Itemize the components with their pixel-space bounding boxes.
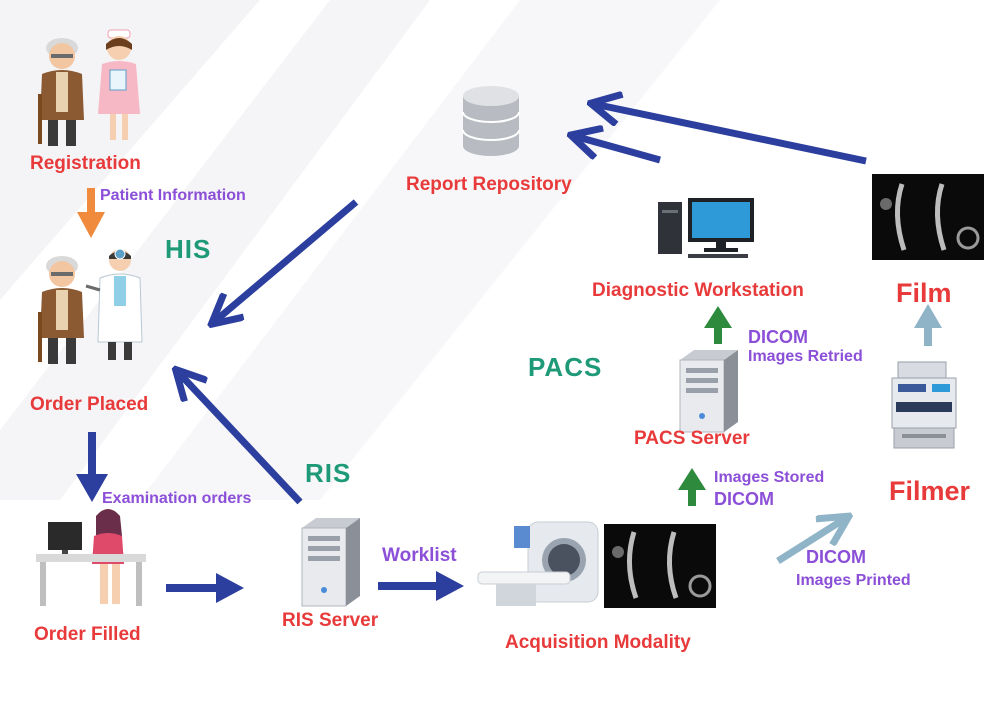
computer-workstation-icon xyxy=(658,198,754,258)
node-filmer: Filmer xyxy=(889,476,971,506)
edge-images-printed: Images Printed xyxy=(796,572,911,589)
edge-patient-information: Patient Information xyxy=(100,187,246,204)
arrow-modality-to-pacs xyxy=(678,468,706,506)
spine-scan-image-icon xyxy=(872,174,984,260)
arrow-order-filled-to-ris xyxy=(166,573,244,603)
node-order-filled: Order Filled xyxy=(34,624,141,645)
arrow-workstation-to-repository xyxy=(574,136,661,164)
arrow-ris-to-modality xyxy=(378,571,464,601)
system-his: HIS xyxy=(165,234,212,264)
arrow-registration-to-order xyxy=(77,188,105,238)
arrow-film-to-repository xyxy=(594,104,867,165)
printer-icon xyxy=(891,361,957,449)
node-pacs-server: PACS Server xyxy=(634,428,750,449)
edge-worklist: Worklist xyxy=(382,545,457,566)
doctor-icon xyxy=(85,248,143,360)
system-pacs: PACS xyxy=(528,352,603,382)
spine-scan-image-icon xyxy=(604,524,716,608)
system-ris: RIS xyxy=(305,458,352,488)
edge-examination-orders: Examination orders xyxy=(102,490,252,507)
arrow-order-placed-to-filled xyxy=(76,432,108,502)
node-acquisition-modality: Acquisition Modality xyxy=(505,632,691,653)
arrow-modality-to-filmer xyxy=(776,518,846,564)
node-report-repository: Report Repository xyxy=(406,174,572,195)
edge-dicom-printed: DICOM xyxy=(806,547,866,567)
server-icon xyxy=(301,518,360,607)
arrow-ris-to-order-placed xyxy=(178,372,303,505)
arrow-pacs-to-workstation xyxy=(704,306,732,344)
node-diagnostic-workstation: Diagnostic Workstation xyxy=(592,280,804,301)
mri-scanner-icon xyxy=(477,521,599,606)
edge-dicom-stored: DICOM xyxy=(714,489,774,509)
database-icon xyxy=(462,86,520,156)
edge-images-stored: Images Stored xyxy=(714,469,825,486)
server-icon xyxy=(679,350,738,433)
edge-images-retried: Images Retried xyxy=(748,348,863,365)
patient-icon xyxy=(38,38,84,146)
nurse-icon xyxy=(98,29,140,140)
edge-dicom-retried: DICOM xyxy=(748,327,808,347)
arrow-repository-to-order-placed xyxy=(214,199,359,322)
clerk-at-desk-icon xyxy=(36,509,146,606)
node-registration: Registration xyxy=(30,153,141,174)
patient-icon xyxy=(38,256,84,364)
arrow-filmer-to-film xyxy=(914,304,942,346)
node-ris-server: RIS Server xyxy=(282,610,379,631)
node-order-placed: Order Placed xyxy=(30,394,149,415)
node-film: Film xyxy=(896,278,952,308)
